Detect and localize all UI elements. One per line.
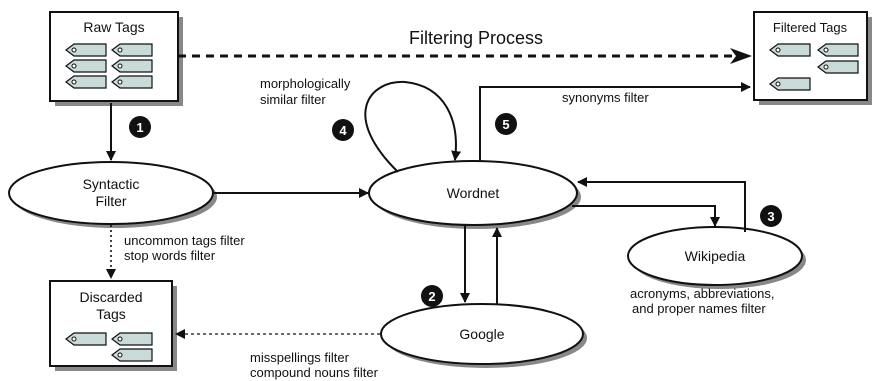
- acronyms-label-2: and proper names filter: [632, 301, 766, 316]
- step-badge-1: 1: [129, 116, 151, 138]
- wordnet-to-wikipedia-arrow: [572, 205, 720, 227]
- stopwords-label: stop words filter: [124, 248, 216, 263]
- raw-tags-title: Raw Tags: [83, 19, 144, 35]
- google-label: Google: [459, 326, 504, 342]
- wikipedia-node: Wikipedia: [627, 226, 806, 289]
- step-number-3: 3: [767, 209, 774, 224]
- wikipedia-label: Wikipedia: [685, 248, 746, 264]
- raw-tags-box: Raw Tags: [49, 11, 183, 106]
- morph-label-1: morphologically: [260, 76, 351, 91]
- syntactic-label-1: Syntactic: [83, 176, 140, 192]
- compound-label: compound nouns filter: [250, 365, 379, 380]
- step-badge-3: 3: [760, 205, 782, 227]
- syntactic-label-2: Filter: [95, 193, 126, 209]
- step-number-5: 5: [502, 117, 509, 132]
- step-badge-2: 2: [421, 285, 443, 307]
- filtered-tags-box: Filtered Tags: [753, 11, 872, 105]
- morphological-loop-arrow: [364, 80, 462, 173]
- misspellings-label: misspellings filter: [250, 350, 350, 365]
- morph-label-2: similar filter: [260, 92, 326, 107]
- synonyms-arrow: [479, 82, 751, 162]
- uncommon-label: uncommon tags filter: [124, 233, 245, 248]
- step-badge-5: 5: [495, 113, 517, 135]
- acronyms-label-1: acronyms, abbreviations,: [630, 286, 775, 301]
- wikipedia-to-wordnet-arrow: [577, 177, 746, 232]
- discarded-tags-box: Discarded Tags: [49, 280, 177, 371]
- filtered-tags-title: Filtered Tags: [773, 20, 848, 35]
- discarded-tags-title-1: Discarded: [79, 289, 142, 305]
- step-number-4: 4: [339, 123, 347, 138]
- filtering-process-title: Filtering Process: [409, 28, 543, 48]
- wordnet-node: Wordnet: [368, 160, 581, 229]
- step-number-1: 1: [136, 120, 143, 135]
- wordnet-label: Wordnet: [447, 185, 500, 201]
- google-node: Google: [380, 303, 587, 368]
- synonyms-label: synonyms filter: [562, 90, 649, 105]
- step-number-2: 2: [428, 289, 435, 304]
- discarded-tags-title-2: Tags: [96, 306, 126, 322]
- step-badge-4: 4: [332, 119, 354, 141]
- syntactic-filter-node: Syntactic Filter: [8, 161, 217, 228]
